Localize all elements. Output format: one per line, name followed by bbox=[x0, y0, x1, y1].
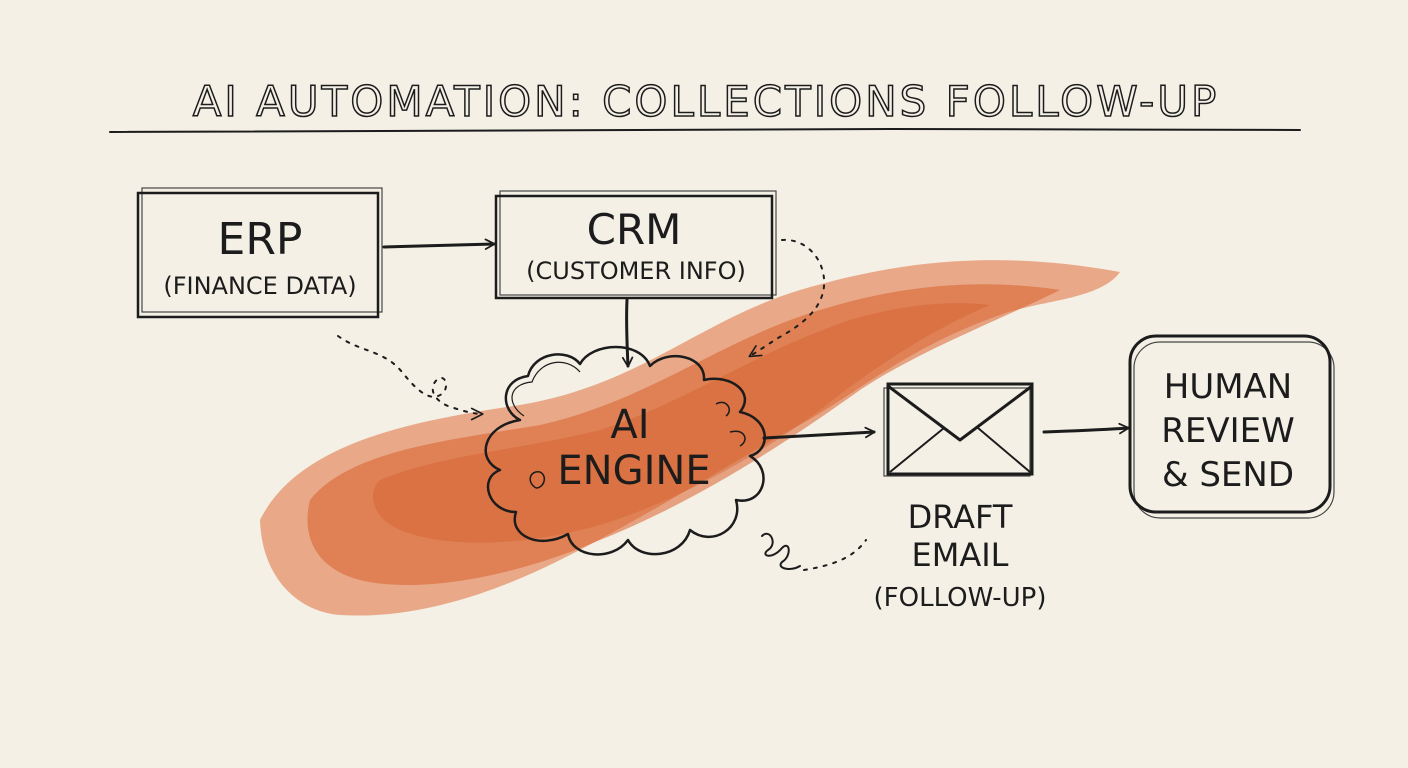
crm-label: CRM bbox=[587, 205, 682, 254]
title-underline bbox=[109, 127, 1301, 133]
erp-box: ERP (FINANCE DATA) bbox=[136, 187, 383, 319]
squiggle-mark bbox=[761, 532, 801, 570]
human-review-box: HUMAN REVIEW & SEND bbox=[1128, 334, 1335, 519]
ai-engine-cloud: AI ENGINE bbox=[484, 345, 766, 556]
dotted-connector-erp-to-ai-engine bbox=[337, 335, 484, 421]
arrow-crm-to-ai-engine bbox=[621, 298, 634, 368]
envelope-icon bbox=[883, 382, 1034, 477]
ai-engine-label-line2: ENGINE bbox=[557, 448, 710, 494]
ai-engine-label-line1: AI bbox=[610, 402, 649, 448]
draft-email-label-line1: DRAFT bbox=[908, 498, 1013, 536]
crm-sublabel: (CUSTOMER INFO) bbox=[526, 257, 746, 285]
human-review-label-line2: REVIEW bbox=[1161, 411, 1295, 451]
human-review-label-line3: & SEND bbox=[1162, 455, 1294, 495]
erp-label: ERP bbox=[218, 214, 303, 265]
arrow-draft-email-to-human-review bbox=[1042, 422, 1130, 435]
human-review-label-line1: HUMAN bbox=[1164, 367, 1292, 407]
draft-email-label-line3: (FOLLOW-UP) bbox=[874, 583, 1047, 613]
dotted-connector-crm-to-ai-engine bbox=[748, 238, 826, 358]
draft-email-label-line2: EMAIL bbox=[912, 536, 1009, 574]
diagram-title: AI AUTOMATION: COLLECTIONS FOLLOW-UP bbox=[193, 77, 1220, 126]
erp-sublabel: (FINANCE DATA) bbox=[163, 272, 356, 300]
arrow-erp-to-crm bbox=[382, 238, 496, 250]
watercolor-swash bbox=[260, 260, 1120, 616]
dotted-connector-ai-engine-to-draft-email bbox=[803, 539, 867, 571]
crm-box: CRM (CUSTOMER INFO) bbox=[494, 190, 777, 300]
arrow-ai-engine-to-draft-email bbox=[762, 426, 876, 440]
